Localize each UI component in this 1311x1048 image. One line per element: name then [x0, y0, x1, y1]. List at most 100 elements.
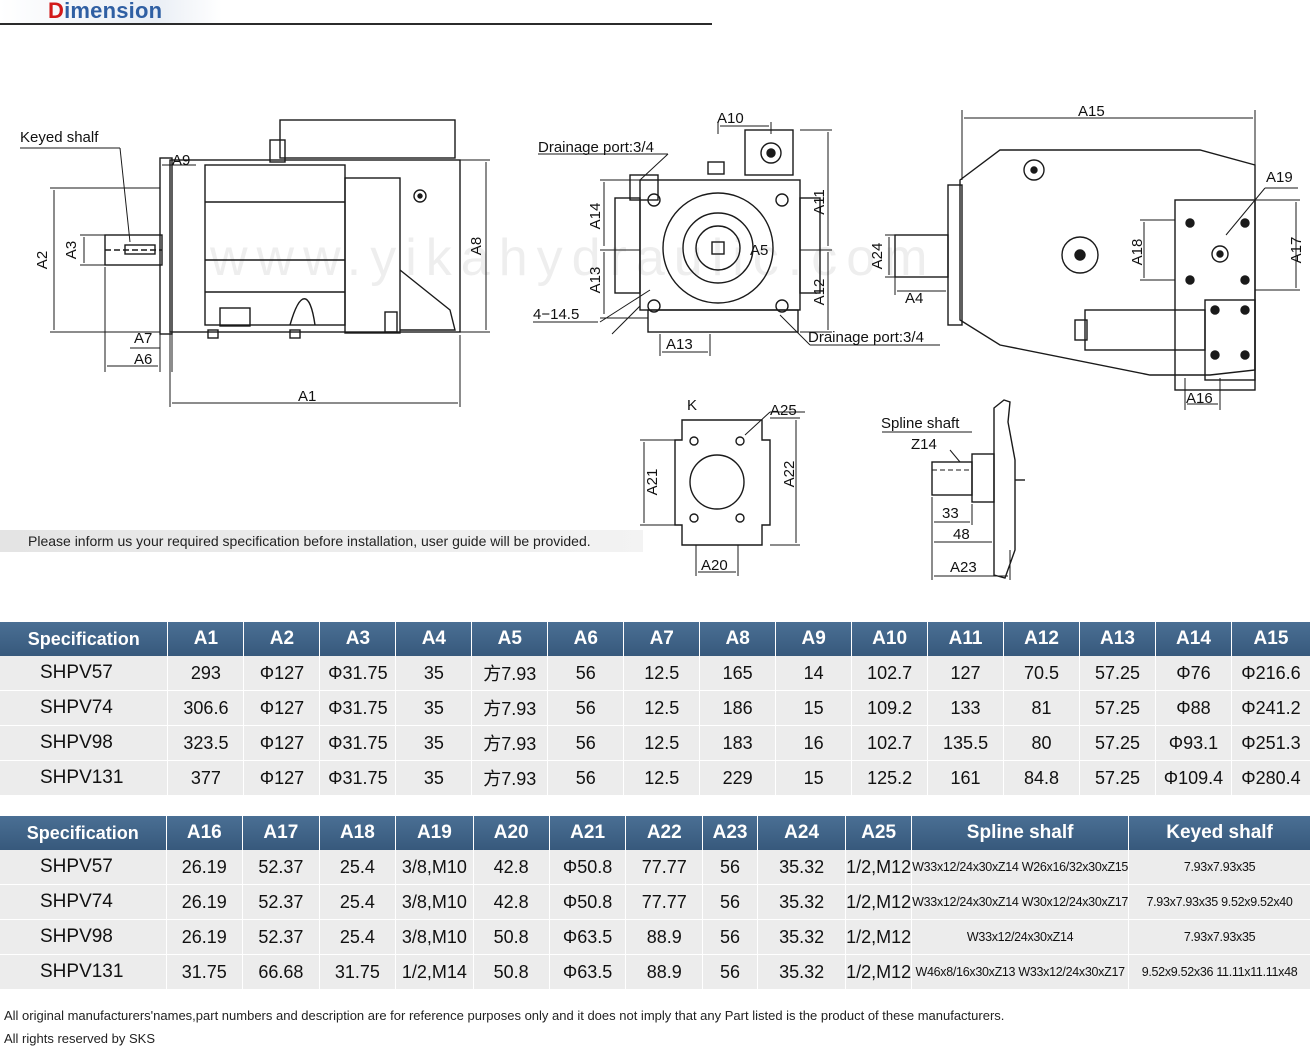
footer-disclaimer: All original manufacturers'names,part nu… [4, 1008, 1005, 1023]
table-cell: 1/2,M12 [845, 884, 913, 920]
install-note: Please inform us your required specifica… [28, 533, 591, 549]
table-cell: Φ127 [243, 656, 321, 691]
table-cell: 12.5 [623, 725, 701, 761]
table-cell: 35.32 [757, 884, 847, 920]
table-2-header: A20 [473, 816, 550, 850]
spline-shaft-cell: W33x12/24x30xZ14 [911, 919, 1130, 955]
side-view: Keyed shalf A9 A2 A3 A8 A7 A6 A1 [20, 119, 490, 407]
table-cell: 25.4 [319, 919, 397, 955]
table-cell: 70.5 [1003, 656, 1080, 691]
table-cell: 57.25 [1079, 760, 1156, 796]
table-cell: Φ88 [1155, 690, 1232, 726]
dim-a22: A22 [781, 461, 798, 488]
dim-a23: A23 [950, 559, 977, 576]
table-cell: 56 [547, 656, 625, 691]
table-cell: Φ127 [243, 725, 321, 761]
table-cell: 306.6 [167, 690, 245, 726]
table-2-header-specification: Specification [0, 816, 167, 850]
keyed-shaft-label: Keyed shalf [20, 129, 99, 146]
table-cell: 77.77 [625, 850, 704, 885]
table-cell: 31.75 [166, 954, 244, 990]
dim-a7: A7 [134, 330, 152, 347]
table-cell: Φ31.75 [319, 656, 397, 691]
dim-a17: A17 [1288, 237, 1305, 264]
table-cell: 57.25 [1079, 690, 1156, 726]
table-cell: 56 [547, 725, 625, 761]
table-1-header: A13 [1079, 622, 1156, 656]
table-cell: 52.37 [242, 919, 320, 955]
table-cell: Φ31.75 [319, 760, 397, 796]
spline-z-label: Z14 [911, 436, 937, 453]
table-cell: 66.68 [242, 954, 320, 990]
table-cell: Φ63.5 [549, 954, 627, 990]
keyed-shaft-cell: 7.93x7.93x35 [1128, 919, 1311, 955]
table-cell: 109.2 [851, 690, 929, 726]
table-cell: Φ127 [243, 690, 321, 726]
table-1-header: A11 [927, 622, 1005, 656]
table-cell: 50.8 [473, 954, 550, 990]
table-cell: 102.7 [851, 656, 929, 691]
table-1-header-row: Specification A1 A2 A3 A4 A5 A6 A7 A8 A9… [0, 622, 1311, 656]
table-cell: 323.5 [167, 725, 245, 761]
dim-48: 48 [953, 526, 970, 543]
table-cell: 56 [702, 919, 759, 955]
table-cell: 165 [699, 656, 777, 691]
title-rest: imension [64, 0, 163, 23]
table-cell: 35 [395, 725, 473, 761]
dim-a20: A20 [701, 557, 728, 574]
table-cell: 42.8 [473, 850, 550, 885]
table-cell: 25.4 [319, 884, 397, 920]
dim-a12: A12 [811, 279, 828, 306]
table-cell: 56 [702, 954, 759, 990]
dim-a13-bottom: A13 [666, 336, 693, 353]
table-2-header: A23 [702, 816, 759, 850]
table-1-header: A1 [167, 622, 245, 656]
table-2-header: Keyed shalf [1128, 816, 1311, 850]
dim-a9: A9 [172, 152, 190, 169]
watermark: www.yikahydraulic.com [209, 229, 937, 287]
table-cell: 35 [395, 760, 473, 796]
table-cell: Φ127 [243, 760, 321, 796]
table-cell: 183 [699, 725, 777, 761]
table-cell: 12.5 [623, 690, 701, 726]
flange-detail: K A25 A21 A22 A20 [640, 397, 805, 576]
table-cell: 26.19 [166, 919, 244, 955]
table-cell: 16 [775, 725, 853, 761]
dim-a5: A5 [750, 242, 768, 259]
table-cell: 56 [702, 850, 759, 885]
spec-table-1: Specification A1 A2 A3 A4 A5 A6 A7 A8 A9… [0, 622, 1311, 796]
table-cell: 161 [927, 760, 1005, 796]
spline-shaft-cell: W46x8/16x30xZ13 W33x12/24x30xZ17 [911, 954, 1130, 990]
table-cell: 35.32 [757, 919, 847, 955]
model-name: SHPV74 [0, 690, 169, 726]
dimension-drawing: www.yikahydraulic.com [20, 103, 1305, 580]
table-cell: 377 [167, 760, 245, 796]
spline-shaft-label: Spline shaft [881, 415, 960, 432]
table-1-header: A2 [243, 622, 321, 656]
table-cell: 80 [1003, 725, 1080, 761]
table-cell: 3/8,M10 [395, 850, 474, 885]
table-cell: 77.77 [625, 884, 704, 920]
table-1-header: A10 [851, 622, 929, 656]
drainage-port-top: Drainage port:3/4 [538, 139, 654, 156]
table-cell: 35.32 [757, 850, 847, 885]
table-cell: 102.7 [851, 725, 929, 761]
table-row: SHPV74 306.6 Φ127 Φ31.75 35 方7.93 56 12.… [0, 690, 1311, 726]
table-cell: 12.5 [623, 760, 701, 796]
model-name: SHPV131 [0, 760, 169, 796]
table-cell: 14 [775, 656, 853, 691]
spline-detail: Spline shaft Z14 33 48 A23 [881, 399, 1025, 580]
header-background [0, 0, 222, 24]
table-cell: 84.8 [1003, 760, 1080, 796]
dim-a2: A2 [34, 251, 51, 269]
dim-a21: A21 [644, 469, 661, 496]
table-1-header: A4 [395, 622, 473, 656]
dim-a24: A24 [869, 243, 886, 270]
table-cell: Φ63.5 [549, 919, 627, 955]
table-cell: 方7.93 [471, 690, 549, 726]
table-row: SHPV57 26.19 52.37 25.4 3/8,M10 42.8 Φ50… [0, 850, 1311, 885]
table-2-header: A16 [166, 816, 244, 850]
table-cell: 35.32 [757, 954, 847, 990]
table-cell: 56 [547, 690, 625, 726]
table-cell: Φ50.8 [549, 884, 627, 920]
